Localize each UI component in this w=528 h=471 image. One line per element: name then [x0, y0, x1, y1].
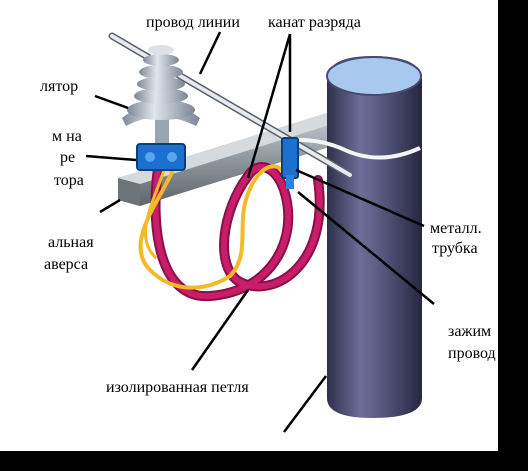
label-wire-clamp-line1: зажим	[448, 323, 492, 340]
label-wire-clamp-line2: провод	[448, 345, 496, 362]
label-beam-line2: аверса	[44, 256, 89, 273]
pole-top	[326, 56, 422, 96]
pole	[326, 56, 422, 418]
pole-band	[285, 137, 421, 160]
insulated-loop	[138, 158, 325, 302]
metal-tube	[281, 137, 299, 189]
insulator-clamp	[136, 143, 186, 171]
insulator	[122, 45, 200, 148]
label-clamp-line3: тора	[54, 172, 84, 189]
label-clamp-line1: м на	[52, 128, 82, 145]
label-discharge-rope: канат разряда	[268, 14, 361, 31]
label-line-wire: провод линии	[146, 14, 240, 31]
label-insulated-loop: изолированная петля	[106, 379, 249, 396]
label-metal-tube-line1: металл.	[430, 220, 482, 237]
label-metal-tube-line2: трубка	[432, 240, 478, 257]
callout-lines	[85, 31, 435, 433]
label-clamp-line2: ре	[60, 149, 76, 166]
label-insulator: лятор	[40, 78, 79, 95]
label-beam-line1: альная	[48, 234, 94, 251]
